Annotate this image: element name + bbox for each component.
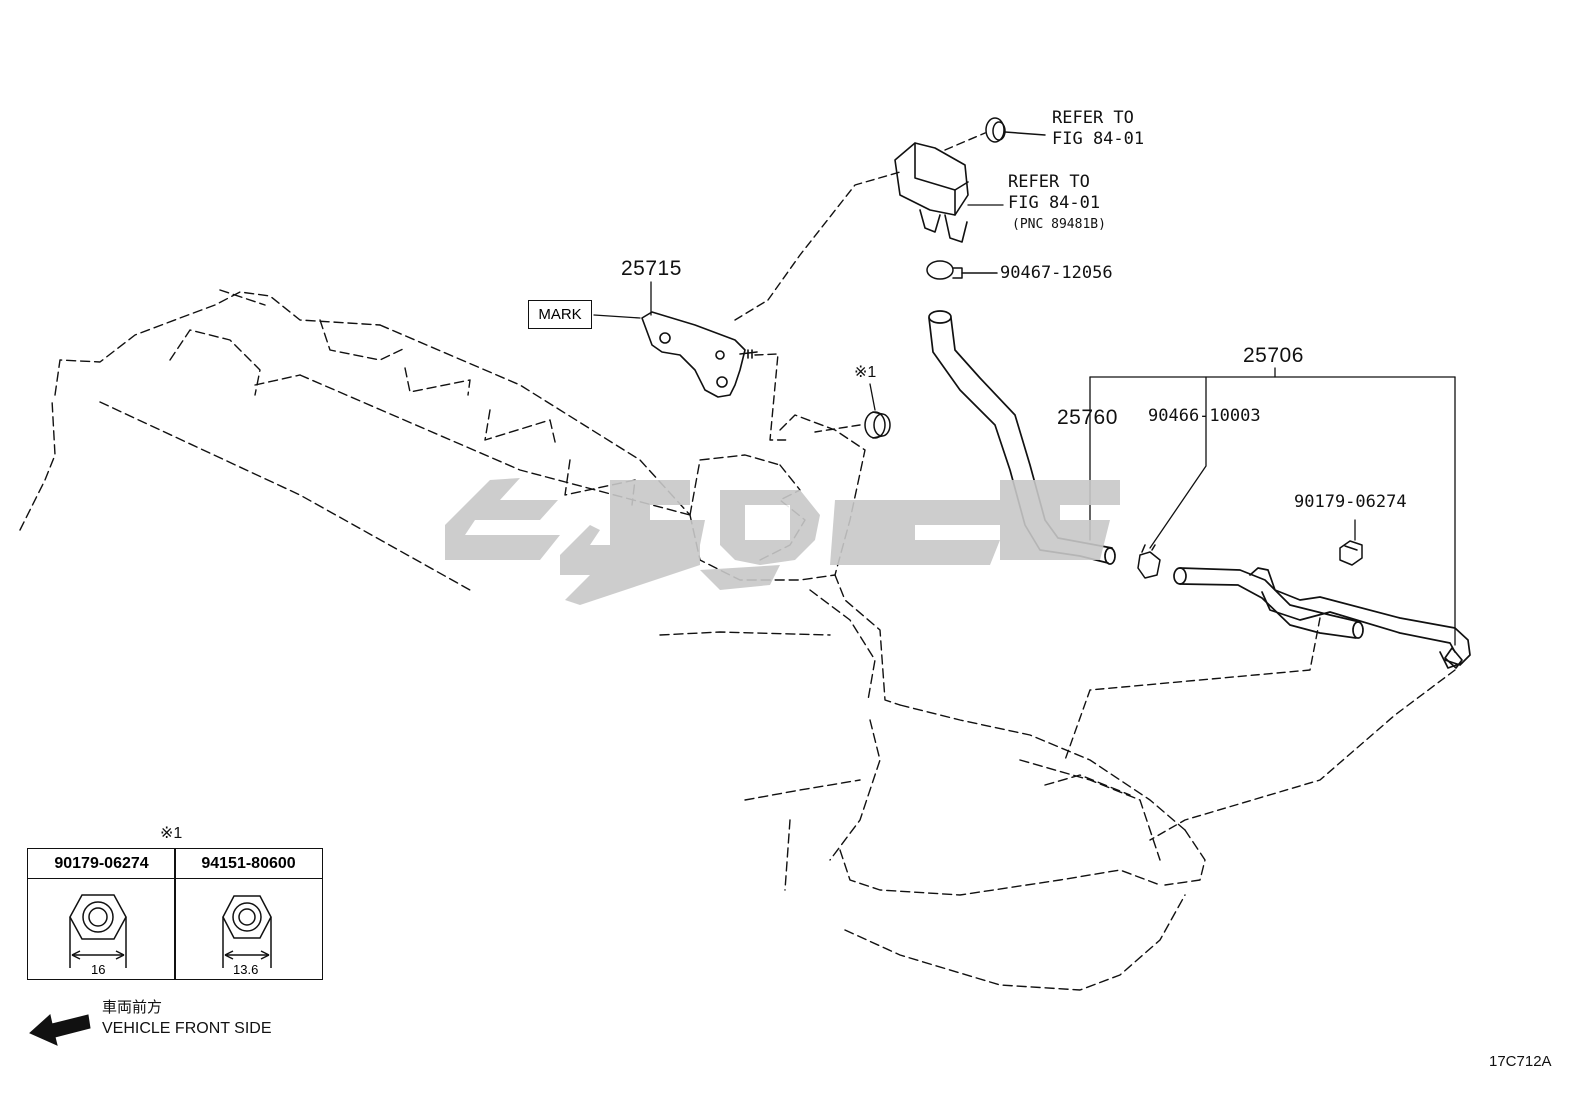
legend-table: 90179-06274 94151-80600 (27, 848, 323, 980)
bracket-25715 (641, 311, 758, 398)
figure-code: 17C712A (1489, 1053, 1552, 1070)
label-25706: 25706 (1243, 344, 1304, 367)
solid-leaders (593, 204, 1456, 646)
grommet-star1 (864, 411, 891, 439)
legend-title: ※1 (160, 825, 183, 842)
clamp-90466 (1137, 544, 1161, 579)
label-25715: 25715 (621, 257, 682, 280)
legend-nut-16 (69, 894, 127, 968)
dashed-leaders (734, 132, 1456, 841)
mark-box: MARK (528, 300, 592, 329)
label-90179: 90179-06274 (1294, 492, 1407, 512)
pipe-25706 (1173, 567, 1471, 669)
label-90466: 90466-10003 (1148, 406, 1261, 426)
legend-col-2-header: 94151-80600 (175, 849, 322, 879)
clamp-90467 (926, 260, 998, 280)
pressure-sensor (894, 142, 969, 243)
refer-mid-line2: FIG 84-01 (1008, 193, 1101, 213)
legend-dim-1: 16 (91, 962, 106, 977)
pnc-note: (PNC 89481B) (1012, 217, 1106, 232)
watermark (445, 478, 1120, 605)
front-arrow-icon (29, 1014, 91, 1046)
nut-90179-small (1339, 540, 1363, 566)
direction-jp: 車両前方 (102, 998, 163, 1016)
direction-en: VEHICLE FRONT SIDE (102, 1020, 272, 1037)
grommet-top (985, 117, 1046, 143)
label-25760: 25760 (1057, 406, 1118, 429)
refer-top-line1: REFER TO (1052, 108, 1134, 128)
legend-nut-drawings (69, 894, 272, 968)
label-star1: ※1 (854, 364, 877, 381)
legend-dim-2: 13.6 (233, 962, 259, 977)
legend-nut-13-6 (222, 895, 272, 968)
refer-top-line2: FIG 84-01 (1052, 129, 1145, 149)
label-90467: 90467-12056 (1000, 263, 1113, 283)
refer-mid-line1: REFER TO (1008, 172, 1090, 192)
legend-divider (174, 849, 176, 979)
legend-col-1-header: 90179-06274 (28, 849, 175, 879)
